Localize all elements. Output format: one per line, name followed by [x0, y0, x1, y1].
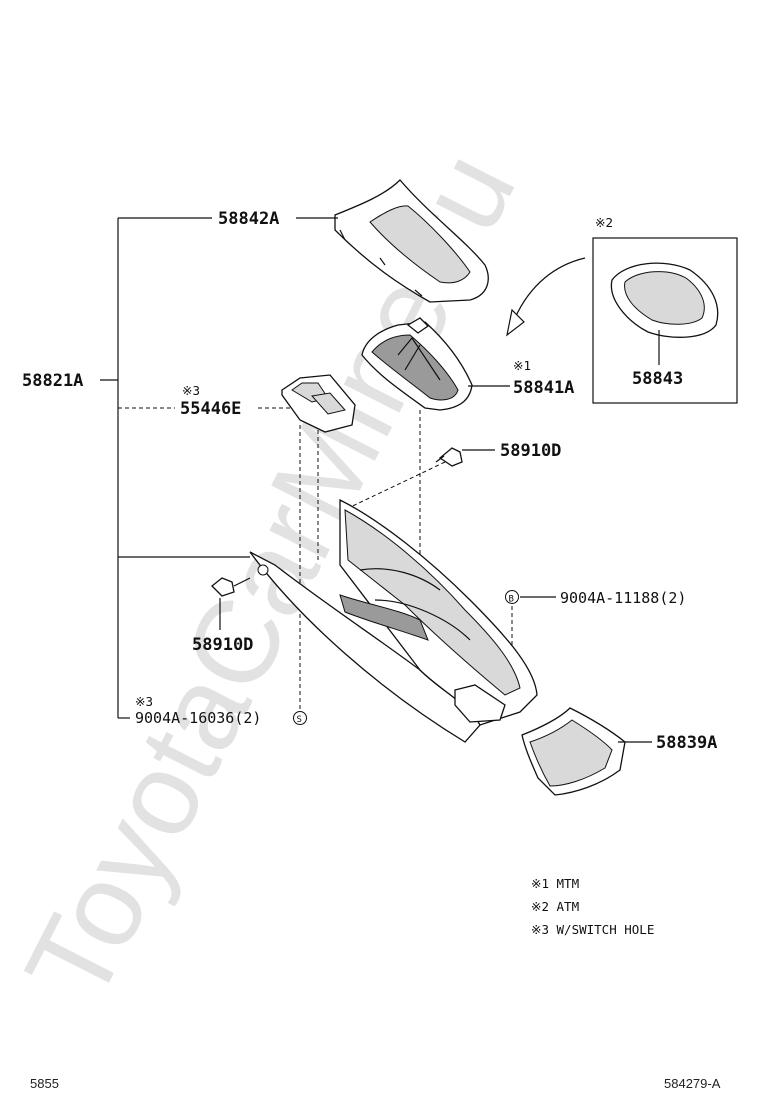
label-58841A: 58841A [513, 378, 574, 398]
legend-note-1: ※1 MTM [531, 876, 579, 891]
label-58910D-top: 58910D [500, 441, 561, 461]
clip-58910D-top [435, 447, 463, 467]
label-58842A: 58842A [218, 209, 279, 229]
label-55446E: 55446E [180, 399, 241, 419]
label-58843: 58843 [632, 369, 683, 389]
shift-boot-58841A [361, 317, 473, 411]
indicator-plate-58843 [610, 262, 719, 338]
footer-figure-code: 584279-A [664, 1076, 721, 1091]
label-9004A-11188: 9004A-11188(2) [560, 589, 686, 607]
shift-panel-58842A [334, 179, 489, 303]
legend-note-3: ※3 W/SWITCH HOLE [531, 922, 654, 937]
assembly-bracket [100, 217, 250, 719]
switch-panel-55446E [281, 374, 356, 433]
badge-b [505, 590, 519, 604]
footer-page-code: 5855 [30, 1076, 59, 1091]
swap-arrow-head [506, 308, 525, 337]
mark-1: ※1 [513, 358, 531, 373]
label-58839A: 58839A [656, 733, 717, 753]
legend-notes: ※1 MTM ※2 ATM ※3 W/SWITCH HOLE [531, 876, 654, 937]
badge-b-label: B [509, 595, 514, 605]
mark-3-screw: ※3 [135, 694, 153, 709]
swap-arrow [514, 257, 586, 319]
rear-panel-58839A [521, 707, 626, 796]
console-box-58821A [249, 498, 538, 743]
label-58821A: 58821A [22, 371, 83, 391]
label-58910D-left: 58910D [192, 635, 253, 655]
mark-3-switch: ※3 [182, 383, 200, 398]
badge-s [293, 711, 307, 725]
label-9004A-16036: 9004A-16036(2) [135, 709, 261, 727]
badge-s-label: S [297, 715, 302, 725]
atm-inset-box [592, 237, 738, 404]
clip-58910D-left [211, 577, 251, 597]
mark-2: ※2 [595, 215, 613, 230]
legend-note-2: ※2 ATM [531, 899, 579, 914]
